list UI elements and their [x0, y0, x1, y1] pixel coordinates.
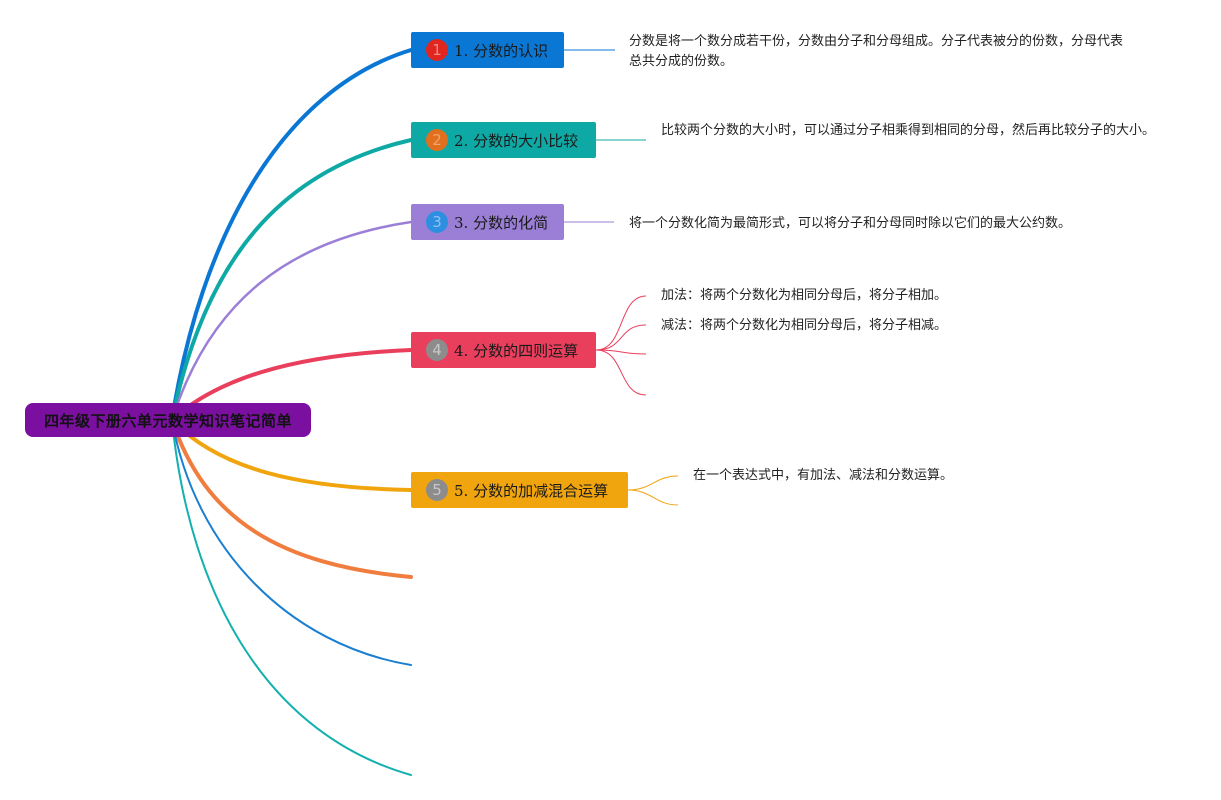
note-text: 减法：将两个分数化为相同分母后，将分子相减。 [661, 318, 948, 333]
topic-node-2[interactable]: 2 2. 分数的大小比较 [411, 122, 596, 158]
topic-label: 1. 分数的认识 [454, 41, 549, 60]
note-text: 加法：将两个分数化为相同分母后，将分子相加。 [661, 288, 948, 303]
topic-label: 3. 分数的化简 [454, 213, 549, 232]
topic-node-5[interactable]: 5 5. 分数的加减混合运算 [411, 472, 628, 508]
branch-line-empty-1 [170, 418, 413, 579]
note-connector-5a [627, 475, 679, 491]
root-node[interactable]: 四年级下册六单元数学知识笔记简单 [25, 403, 311, 437]
topic-node-3[interactable]: 3 3. 分数的化简 [411, 204, 564, 240]
topic-label: 5. 分数的加减混合运算 [454, 481, 609, 500]
branch-line-2 [170, 138, 413, 422]
note-connector-4d [595, 349, 647, 396]
number-badge-icon: 4 [426, 339, 448, 361]
branch-line-empty-2 [171, 419, 412, 666]
note-text: 在一个表达式中，有加法、减法和分数运算。 [693, 468, 954, 483]
note-connector-4c [595, 349, 647, 355]
branch-line-empty-3 [171, 419, 412, 776]
branch-line-1 [170, 48, 413, 422]
topic-node-4[interactable]: 4 4. 分数的四则运算 [411, 332, 596, 368]
topic-node-1[interactable]: 1 1. 分数的认识 [411, 32, 564, 68]
note-connector-4b [595, 324, 647, 351]
note-connector-5b [627, 489, 679, 506]
note-connector-4a [595, 295, 647, 351]
topic-label: 4. 分数的四则运算 [454, 341, 579, 360]
note-text: 将一个分数化简为最简形式，可以将分子和分母同时除以它们的最大公约数。 [629, 216, 1072, 231]
number-badge-icon: 1 [426, 39, 448, 61]
topic-label: 2. 分数的大小比较 [454, 131, 579, 150]
number-badge-icon: 3 [426, 211, 448, 233]
branch-line-3 [170, 220, 413, 422]
note-text: 分数是将一个数分成若干份，分数由分子和分母组成。分子代表被分的份数，分母代表总共… [629, 34, 1124, 69]
note-text: 比较两个分数的大小时，可以通过分子相乘得到相同的分母，然后再比较分子的大小。 [661, 123, 1156, 138]
root-title: 四年级下册六单元数学知识笔记简单 [43, 411, 292, 430]
number-badge-icon: 2 [426, 129, 448, 151]
branch-line-5 [170, 418, 413, 492]
number-badge-icon: 5 [426, 479, 448, 501]
